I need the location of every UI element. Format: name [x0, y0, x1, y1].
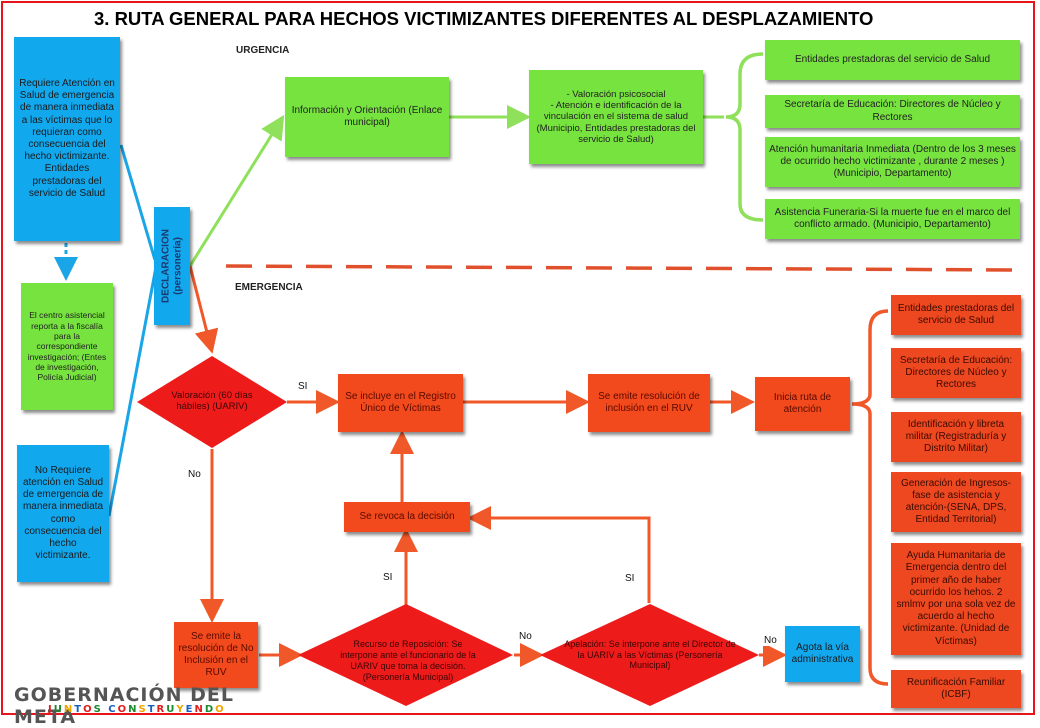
valoracion-psicosocial-box: - Valoración psicosocial - Atención e id…	[529, 70, 703, 164]
emergencia-outcome-identificacion-text: Identificación y libreta militar (Regist…	[905, 418, 1007, 455]
emergencia-outcome-identificacion: Identificación y libreta militar (Regist…	[891, 412, 1021, 462]
no-requiere-text: No Requiere atención en Salud de emergen…	[22, 464, 104, 562]
requiere-atencion-text: Requiere Atención en Salud de emergencia…	[19, 78, 115, 199]
incluye-registro-box: Se incluye en el Registro Único de Vícti…	[338, 374, 463, 432]
urgencia-outcome-humanitaria: Atención humanitaria Inmediata (Dentro d…	[765, 137, 1020, 187]
urgencia-outcome-salud-text: Entidades prestadoras del servicio de Sa…	[794, 53, 991, 65]
edge-declaracion-informacion	[188, 114, 285, 267]
emergencia-outcome-ayuda: Ayuda Humanitaria de Emergencia dentro d…	[891, 543, 1021, 655]
emergencia-outcome-salud: Entidades prestadoras del servicio de Sa…	[891, 295, 1021, 335]
edge-declaracion-valoracion	[188, 265, 219, 354]
resolucion-inclusion-box: Se emite resolución de inclusión en el R…	[588, 374, 710, 432]
no-inclusion-text: Se emite la resolución de No Inclusión e…	[178, 630, 254, 679]
revoca-decision-box: Se revoca la decisión	[344, 502, 470, 532]
apelacion-diamond-text: Apelación: Se interpone ante el Director…	[564, 638, 736, 671]
label-no-valoracion: No	[187, 469, 202, 480]
section-divider	[225, 264, 1019, 272]
emergencia-outcome-reunificacion: Reunificación Familiar (ICBF)	[891, 670, 1021, 708]
label-si-valoracion: SI	[297, 381, 309, 392]
agota-via-text: Agota la vía administrativa	[791, 641, 854, 665]
gobernacion-logo: GOBERNACIÓN DEL META JUNTOS CONSTRUYENDO	[10, 684, 300, 728]
logo-slogan: JUNTOS CONSTRUYENDO	[48, 704, 226, 715]
label-no-reposicion: No	[518, 631, 533, 642]
label-no-apelacion: No	[763, 635, 778, 646]
centro-asistencial-box: El centro asistencial reporta a la fisca…	[21, 283, 113, 410]
edge-requiere-declaracion	[119, 144, 157, 261]
emergencia-outcome-reunificacion-text: Reunificación Familiar (ICBF)	[906, 676, 1006, 700]
declaracion-text: DECLARACION (personería)	[161, 229, 184, 303]
valoracion-diamond	[137, 356, 287, 448]
urgencia-outcome-funeraria: Asistencia Funeraria-Si la muerte fue en…	[765, 199, 1020, 239]
edge-apelacion-revoca	[467, 506, 651, 603]
valoracion-item-1: - Valoración psicosocial	[566, 88, 666, 100]
inicia-ruta-box: Inicia ruta de atención	[755, 377, 850, 431]
valoracion-diamond-text: Valoración (60 días hábiles) (UARIV)	[171, 389, 253, 412]
urgencia-outcome-educacion: Secretaría de Educación: Directores de N…	[765, 95, 1020, 128]
informacion-box: Información y Orientación (Enlace munici…	[285, 77, 449, 157]
valoracion-item-2: - Atención e identificación de la vincul…	[543, 99, 689, 123]
urgencia-outcome-salud: Entidades prestadoras del servicio de Sa…	[765, 40, 1020, 80]
page-title: 3. RUTA GENERAL PARA HECHOS VICTIMIZANTE…	[94, 8, 874, 29]
urgencia-outcome-educacion-text: Secretaría de Educación: Directores de N…	[784, 99, 1001, 123]
emergencia-brace	[851, 309, 889, 686]
reposicion-diamond	[298, 604, 513, 706]
inicia-ruta-text: Inicia ruta de atención	[773, 391, 832, 415]
resolucion-inclusion-text: Se emite resolución de inclusión en el R…	[598, 390, 700, 414]
apelacion-diamond	[540, 604, 759, 706]
centro-asistencial-text: El centro asistencial reporta a la fisca…	[27, 310, 107, 383]
edge-noreq-declaracion	[107, 266, 158, 517]
revoca-decision-text: Se revoca la decisión	[359, 510, 455, 522]
label-si-reposicion: SI	[382, 572, 394, 583]
agota-via-box: Agota la vía administrativa	[785, 626, 860, 682]
emergencia-outcome-salud-text: Entidades prestadoras del servicio de Sa…	[897, 302, 1015, 326]
emergencia-outcome-ayuda-text: Ayuda Humanitaria de Emergencia dentro d…	[896, 550, 1016, 647]
declaracion-sublabel: (personería)	[172, 237, 183, 295]
section-label-urgencia: URGENCIA	[236, 45, 290, 56]
declaracion-label: DECLARACION	[160, 229, 172, 303]
emergencia-outcome-educacion: Secretaría de Educación: Directores de N…	[891, 348, 1021, 398]
informacion-text: Información y Orientación (Enlace munici…	[291, 104, 443, 128]
reposicion-diamond-text: Recurso de Reposición: Se interpone ante…	[340, 639, 476, 682]
no-inclusion-box: Se emite la resolución de No Inclusión e…	[174, 622, 258, 688]
urgencia-outcome-humanitaria-text: Atención humanitaria Inmediata (Dentro d…	[769, 143, 1016, 180]
emergencia-outcome-educacion-text: Secretaría de Educación: Directores de N…	[899, 354, 1013, 391]
emergencia-outcome-ingresos-text: Generación de Ingresos-fase de asistenci…	[900, 477, 1012, 526]
section-label-emergencia: EMERGENCIA	[235, 282, 303, 293]
valoracion-item-3: (Municipio, Entidades prestadoras del se…	[536, 122, 696, 146]
urgencia-brace	[725, 52, 764, 222]
urgencia-outcome-funeraria-text: Asistencia Funeraria-Si la muerte fue en…	[774, 206, 1011, 230]
declaracion-box: DECLARACION (personería)	[154, 207, 190, 325]
incluye-registro-text: Se incluye en el Registro Único de Vícti…	[345, 390, 456, 414]
no-requiere-box: No Requiere atención en Salud de emergen…	[17, 445, 109, 582]
emergencia-outcome-ingresos: Generación de Ingresos-fase de asistenci…	[891, 472, 1021, 532]
requiere-atencion-box: Requiere Atención en Salud de emergencia…	[14, 37, 120, 241]
label-si-apelacion: SI	[624, 573, 636, 584]
